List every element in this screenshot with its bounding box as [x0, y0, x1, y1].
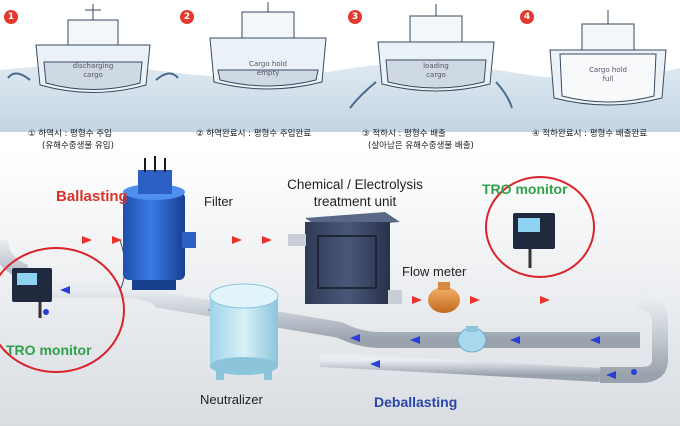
tro-monitor-right-device — [513, 213, 555, 268]
ballasting-label: Ballasting — [56, 188, 128, 205]
step-caption-3: ③ 적하시 : 평형수 배출 (살아남은 유해수중생물 배출) — [362, 128, 474, 152]
deballasting-label: Deballasting — [374, 394, 458, 410]
step-badge-4: 4 — [520, 10, 534, 24]
cargo-label-3-line1: loading — [423, 62, 449, 70]
deballast-valve — [457, 326, 487, 353]
step-caption-1: ① 하역시 : 평형수 주입 (유해수중생물 유입) — [28, 128, 114, 152]
cargo-label-4-line1: Cargo hold — [589, 66, 627, 74]
neutralizer-tank — [209, 283, 279, 380]
tro-monitor-left-device — [12, 268, 52, 318]
cargo-label-3: loading cargo — [406, 62, 466, 80]
treatment-label-line2: treatment unit — [313, 194, 397, 209]
cargo-label-1: discharging cargo — [62, 62, 124, 80]
treatment-label-line1: Chemical / Electrolysis — [287, 177, 423, 192]
filter-label: Filter — [204, 194, 233, 209]
step-caption-3-line2: (살아남은 유해수중생물 배출) — [368, 141, 474, 151]
flow-meter — [428, 282, 460, 313]
cargo-label-2-line1: Cargo hold — [249, 60, 287, 68]
neutralizer-label: Neutralizer — [200, 392, 263, 407]
tro-monitor-left-label: TRO monitor — [6, 342, 92, 358]
step-caption-1-line1: ① 하역시 : 평형수 주입 — [28, 129, 112, 139]
cargo-label-2: Cargo hold empty — [238, 60, 298, 78]
tro-right-circle — [485, 176, 595, 278]
step-badge-2: 2 — [180, 10, 194, 24]
step-caption-2-line1: ② 하역완료시 : 평형수 주입완료 — [196, 129, 312, 139]
cargo-label-1-line2: cargo — [83, 71, 103, 79]
cargo-label-2-line2: empty — [256, 69, 280, 77]
step-badge-3: 3 — [348, 10, 362, 24]
cargo-label-3-line2: cargo — [426, 71, 446, 79]
tro-monitor-right-label: TRO monitor — [482, 181, 568, 197]
flow-meter-label: Flow meter — [402, 264, 467, 279]
ship-step-4 — [549, 10, 667, 106]
step-caption-2: ② 하역완료시 : 평형수 주입완료 — [196, 128, 311, 140]
treatment-label: Chemical / Electrolysis treatment unit — [280, 176, 430, 210]
filter-tank — [123, 156, 196, 290]
sea-band — [0, 63, 680, 132]
treatment-unit — [288, 212, 402, 304]
step-caption-4: ④ 적하완료시 : 평형수 배출완료 — [532, 128, 647, 140]
tro-left-circle — [0, 247, 125, 373]
step-badge-1: 1 — [4, 10, 18, 24]
step-caption-1-line2: (유해수중생물 유입) — [42, 141, 114, 151]
cargo-label-4: Cargo hold full — [578, 66, 638, 84]
step-caption-3-line1: ③ 적하시 : 평형수 배출 — [362, 129, 446, 139]
step-caption-4-line1: ④ 적하완료시 : 평형수 배출완료 — [532, 129, 648, 139]
ship-step-2 — [209, 2, 327, 90]
cargo-label-4-line2: full — [602, 75, 614, 83]
ballast-arrows — [82, 236, 550, 304]
ship-step-1 — [7, 4, 179, 93]
ship-step-3 — [349, 4, 513, 109]
cargo-label-1-line1: discharging — [72, 62, 114, 70]
